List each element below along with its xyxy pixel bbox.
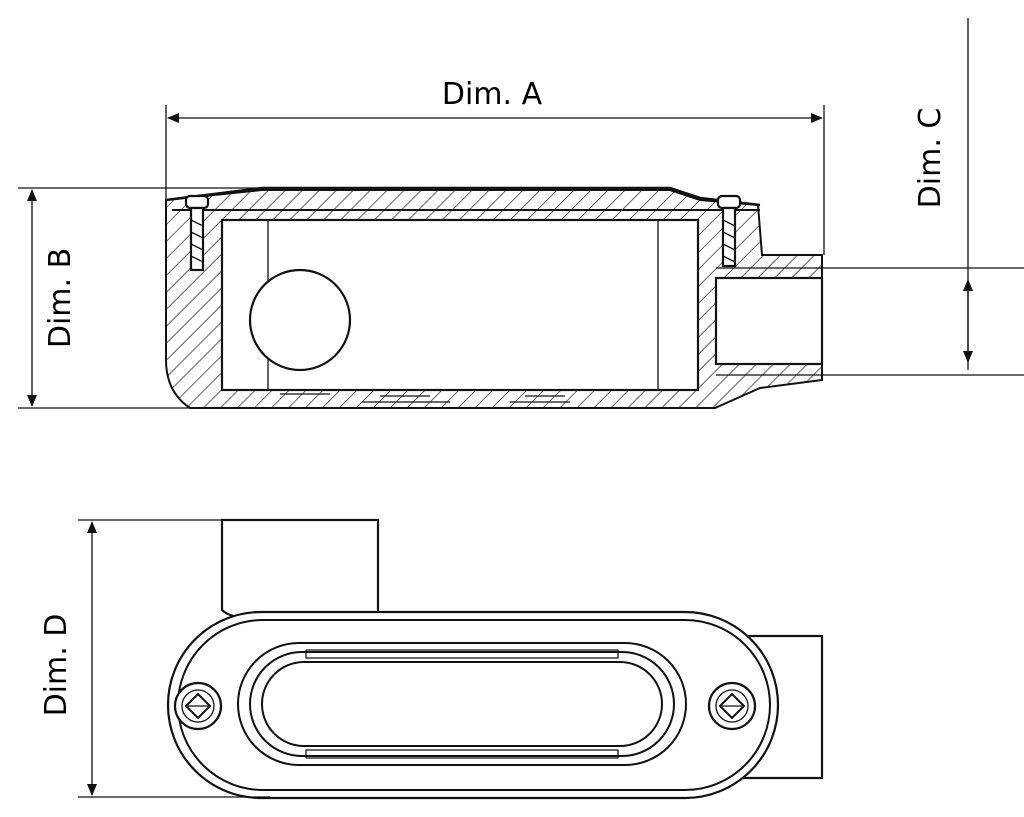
screw-head-left-icon bbox=[173, 681, 223, 731]
side-section-view bbox=[165, 186, 824, 409]
dimension-b: Dim. B bbox=[18, 187, 262, 409]
dim-b-label: Dim. B bbox=[43, 248, 78, 348]
cover-recess-inner bbox=[261, 661, 663, 747]
cover-ribs bbox=[305, 649, 619, 759]
dim-d-label: Dim. D bbox=[39, 614, 74, 717]
screw-head-right-icon bbox=[707, 681, 757, 731]
top-view bbox=[166, 518, 824, 800]
dimension-d: Dim. D bbox=[39, 519, 270, 798]
cover-recess-outer bbox=[237, 642, 687, 766]
cover-recess-mid bbox=[249, 651, 675, 757]
dimension-a: Dim. A bbox=[165, 77, 825, 255]
dimension-c: Dim. C bbox=[822, 18, 1024, 376]
side-hub bbox=[220, 518, 391, 622]
dim-c-label: Dim. C bbox=[913, 108, 948, 209]
cover-screw-left bbox=[184, 194, 210, 272]
outlet-bore bbox=[714, 276, 824, 366]
bottom-markings bbox=[280, 393, 570, 403]
cover-screw-right bbox=[716, 194, 742, 268]
hub-opening-circle bbox=[248, 268, 352, 372]
dim-a-label: Dim. A bbox=[442, 77, 543, 112]
